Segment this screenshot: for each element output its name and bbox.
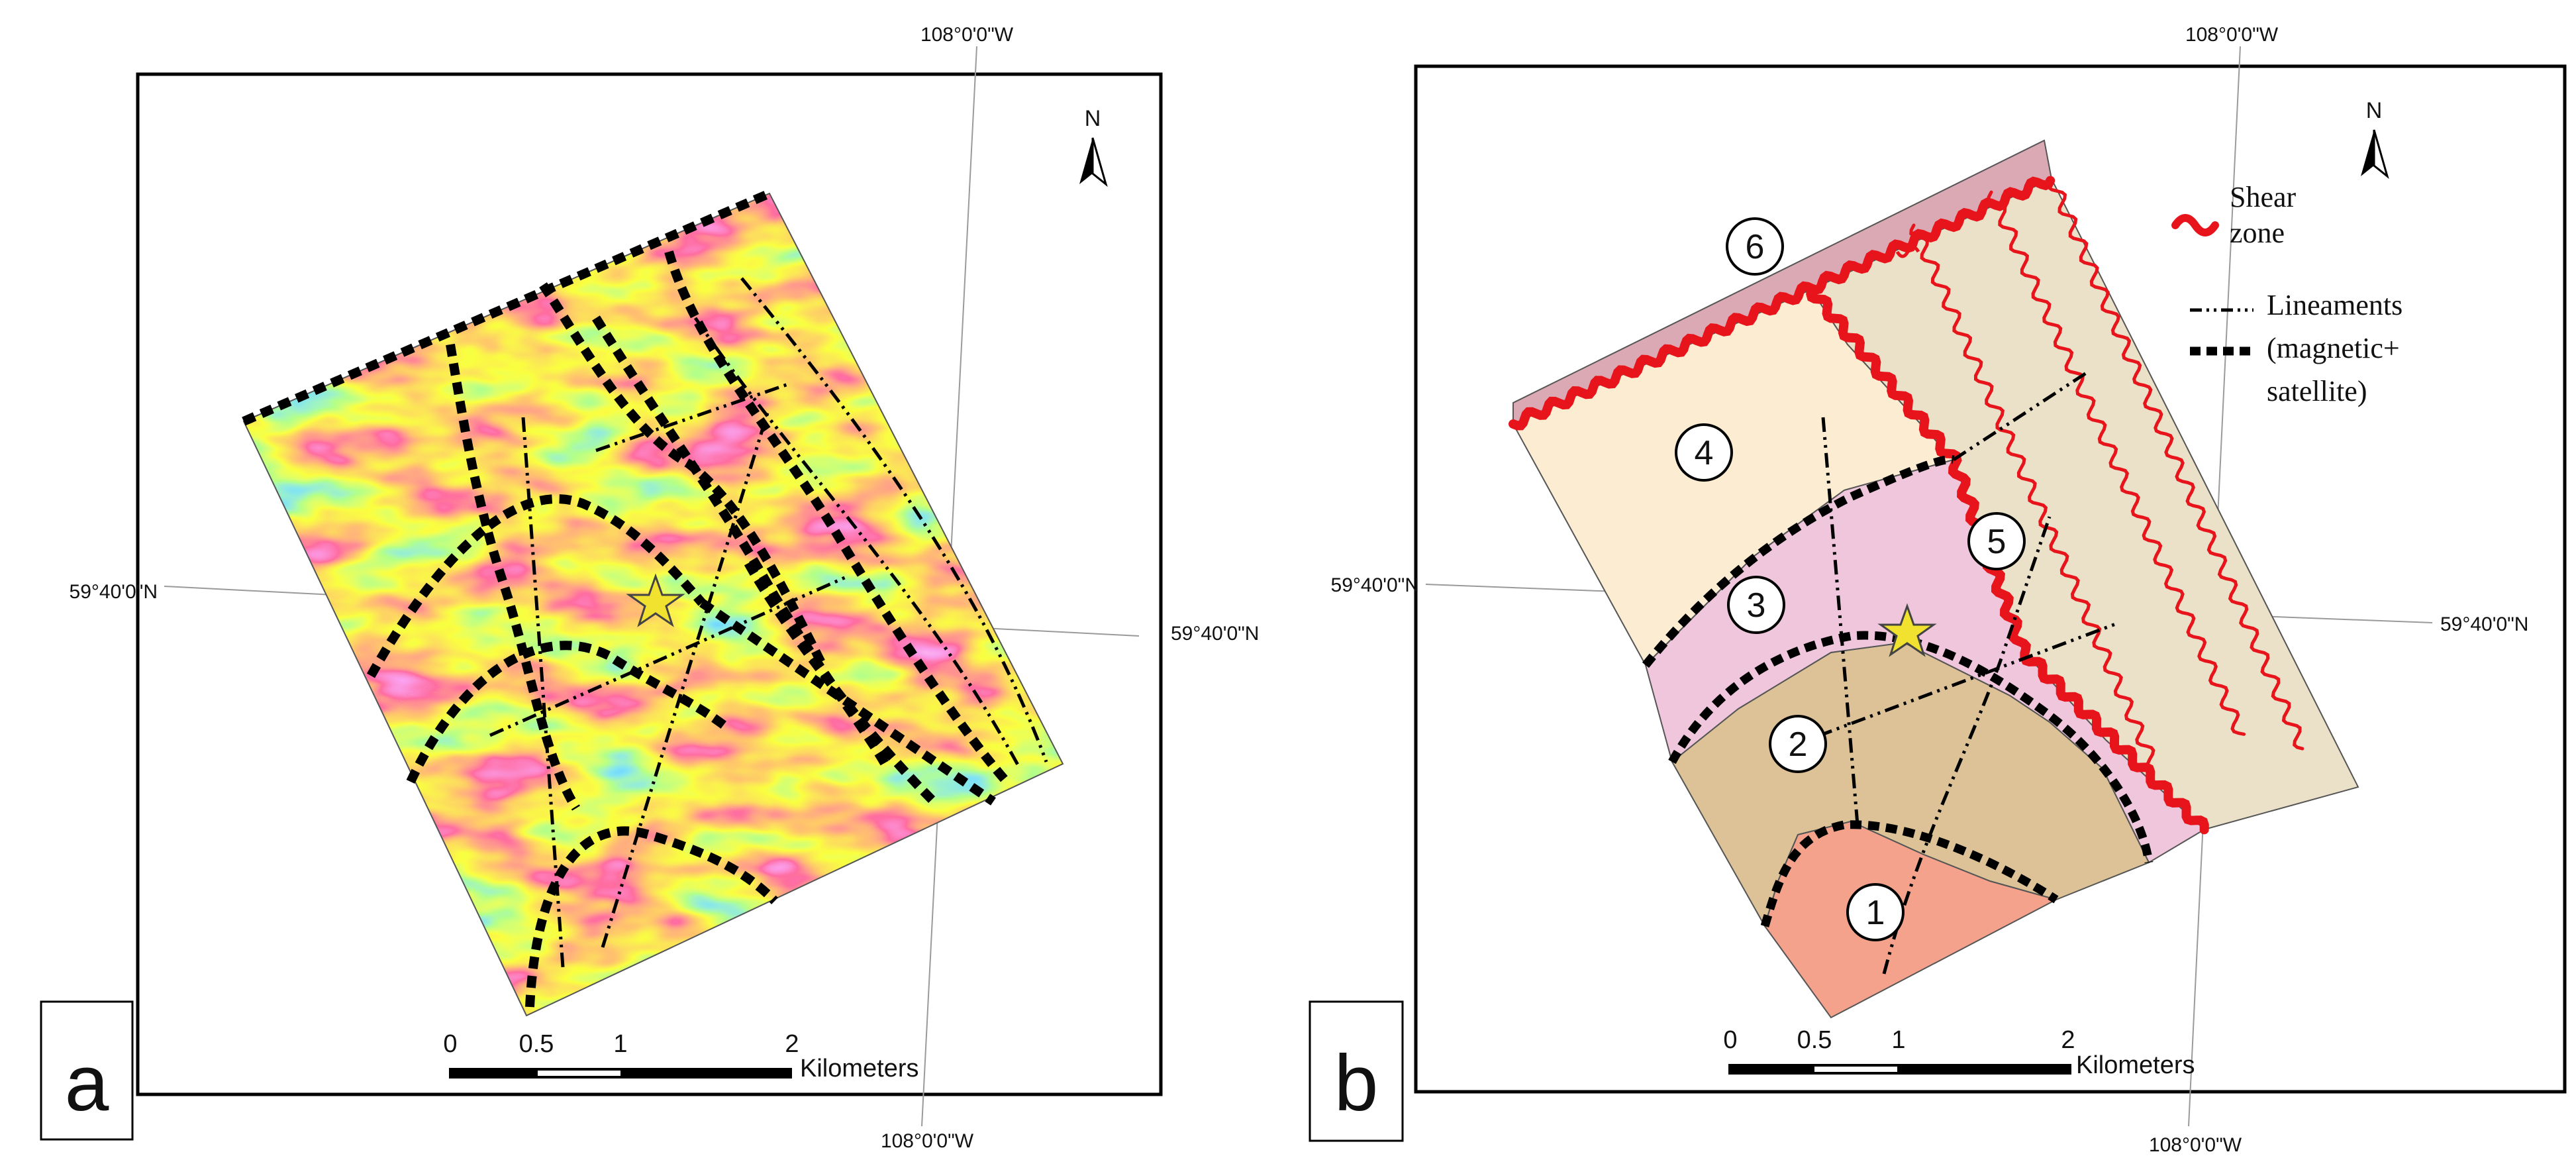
lineaments [1784,369,2120,974]
north-arrow: N [2361,98,2389,180]
panel-b: 6 4 5 3 2 1 N Shear zone Lineaments (mag… [1288,0,2576,1158]
lat-label-right: 59°40'0"N [1171,623,1259,645]
lat-label-left: 59°40'0"N [70,581,158,603]
svg-text:2: 2 [2061,1026,2075,1054]
zone-label-3: 3 [1727,576,1785,634]
zone-label-1: 1 [1846,883,1905,941]
magnetic-lineaments [242,189,1011,1008]
svg-text:2: 2 [785,1030,799,1058]
legend-shear-symbol [2171,214,2219,237]
legend: Shear zone Lineaments (magnetic+ satelli… [2171,181,2403,407]
svg-text:(magnetic+: (magnetic+ [2267,332,2400,364]
panel-letter: a [65,1039,109,1128]
magnetic-satellite-lineaments [1642,455,2154,927]
svg-text:N: N [2366,98,2383,123]
svg-text:5: 5 [1987,523,2006,561]
panel-a: N 108°0'0"W 108°0'0"W 59°40'0"N 59°40'0"… [40,24,1259,1152]
lat-label-right: 59°40'0"N [2440,613,2528,635]
lon-label-top: 108°0'0"W [920,24,1014,46]
location-star [1877,603,1937,657]
svg-text:2: 2 [1789,725,1808,764]
north-arrow: N [1079,106,1108,187]
svg-text:0.5: 0.5 [1797,1026,1832,1054]
scale-bar: 0 0.5 1 2 Kilometers [443,1030,918,1082]
zone-labels: 6 4 5 3 2 1 [1675,217,2026,941]
svg-text:Kilometers: Kilometers [800,1055,919,1082]
svg-text:1: 1 [1866,894,1885,932]
svg-text:3: 3 [1747,586,1766,625]
svg-text:0: 0 [443,1030,457,1058]
svg-text:0.5: 0.5 [519,1030,554,1058]
zones [1512,139,2359,1019]
scale-bar: 0 0.5 1 2 Kilometers [1723,1026,2195,1079]
panel-letter-box [1309,1000,1404,1142]
svg-text:N: N [1085,106,1101,131]
satellite-lineaments [489,277,1048,968]
svg-text:Kilometers: Kilometers [2076,1051,2195,1079]
svg-text:satellite): satellite) [2267,375,2367,407]
raster-outline [242,192,1064,1017]
zonation-map-svg: 6 4 5 3 2 1 N Shear zone Lineaments (mag… [1309,24,2567,1156]
location-star [626,573,685,627]
svg-text:Lineaments: Lineaments [2267,289,2403,321]
svg-text:zone: zone [2230,217,2285,249]
lon-label-bottom: 108°0'0"W [2149,1134,2242,1156]
main-shear-zones [1509,176,2209,835]
zone-label-5: 5 [1967,512,2026,570]
magnetic-map-svg: N 108°0'0"W 108°0'0"W 59°40'0"N 59°40'0"… [40,24,1259,1152]
panel-letter: b [1334,1039,1379,1128]
zone-label-6: 6 [1726,217,1784,276]
lon-label-top: 108°0'0"W [2185,24,2279,46]
svg-text:1: 1 [1891,1026,1905,1054]
svg-text:1: 1 [613,1030,627,1058]
lat-label-left: 59°40'0"N [1331,574,1419,596]
zone-label-2: 2 [1769,715,1827,773]
zone-label-4: 4 [1675,423,1733,482]
panel-letter-box [40,1000,134,1141]
lon-label-bottom: 108°0'0"W [881,1130,974,1152]
svg-text:Shear: Shear [2230,181,2297,213]
shear-zone-wavy-lines [1909,177,2304,766]
svg-text:0: 0 [1723,1026,1737,1054]
svg-text:4: 4 [1695,434,1714,472]
svg-text:6: 6 [1746,228,1765,266]
